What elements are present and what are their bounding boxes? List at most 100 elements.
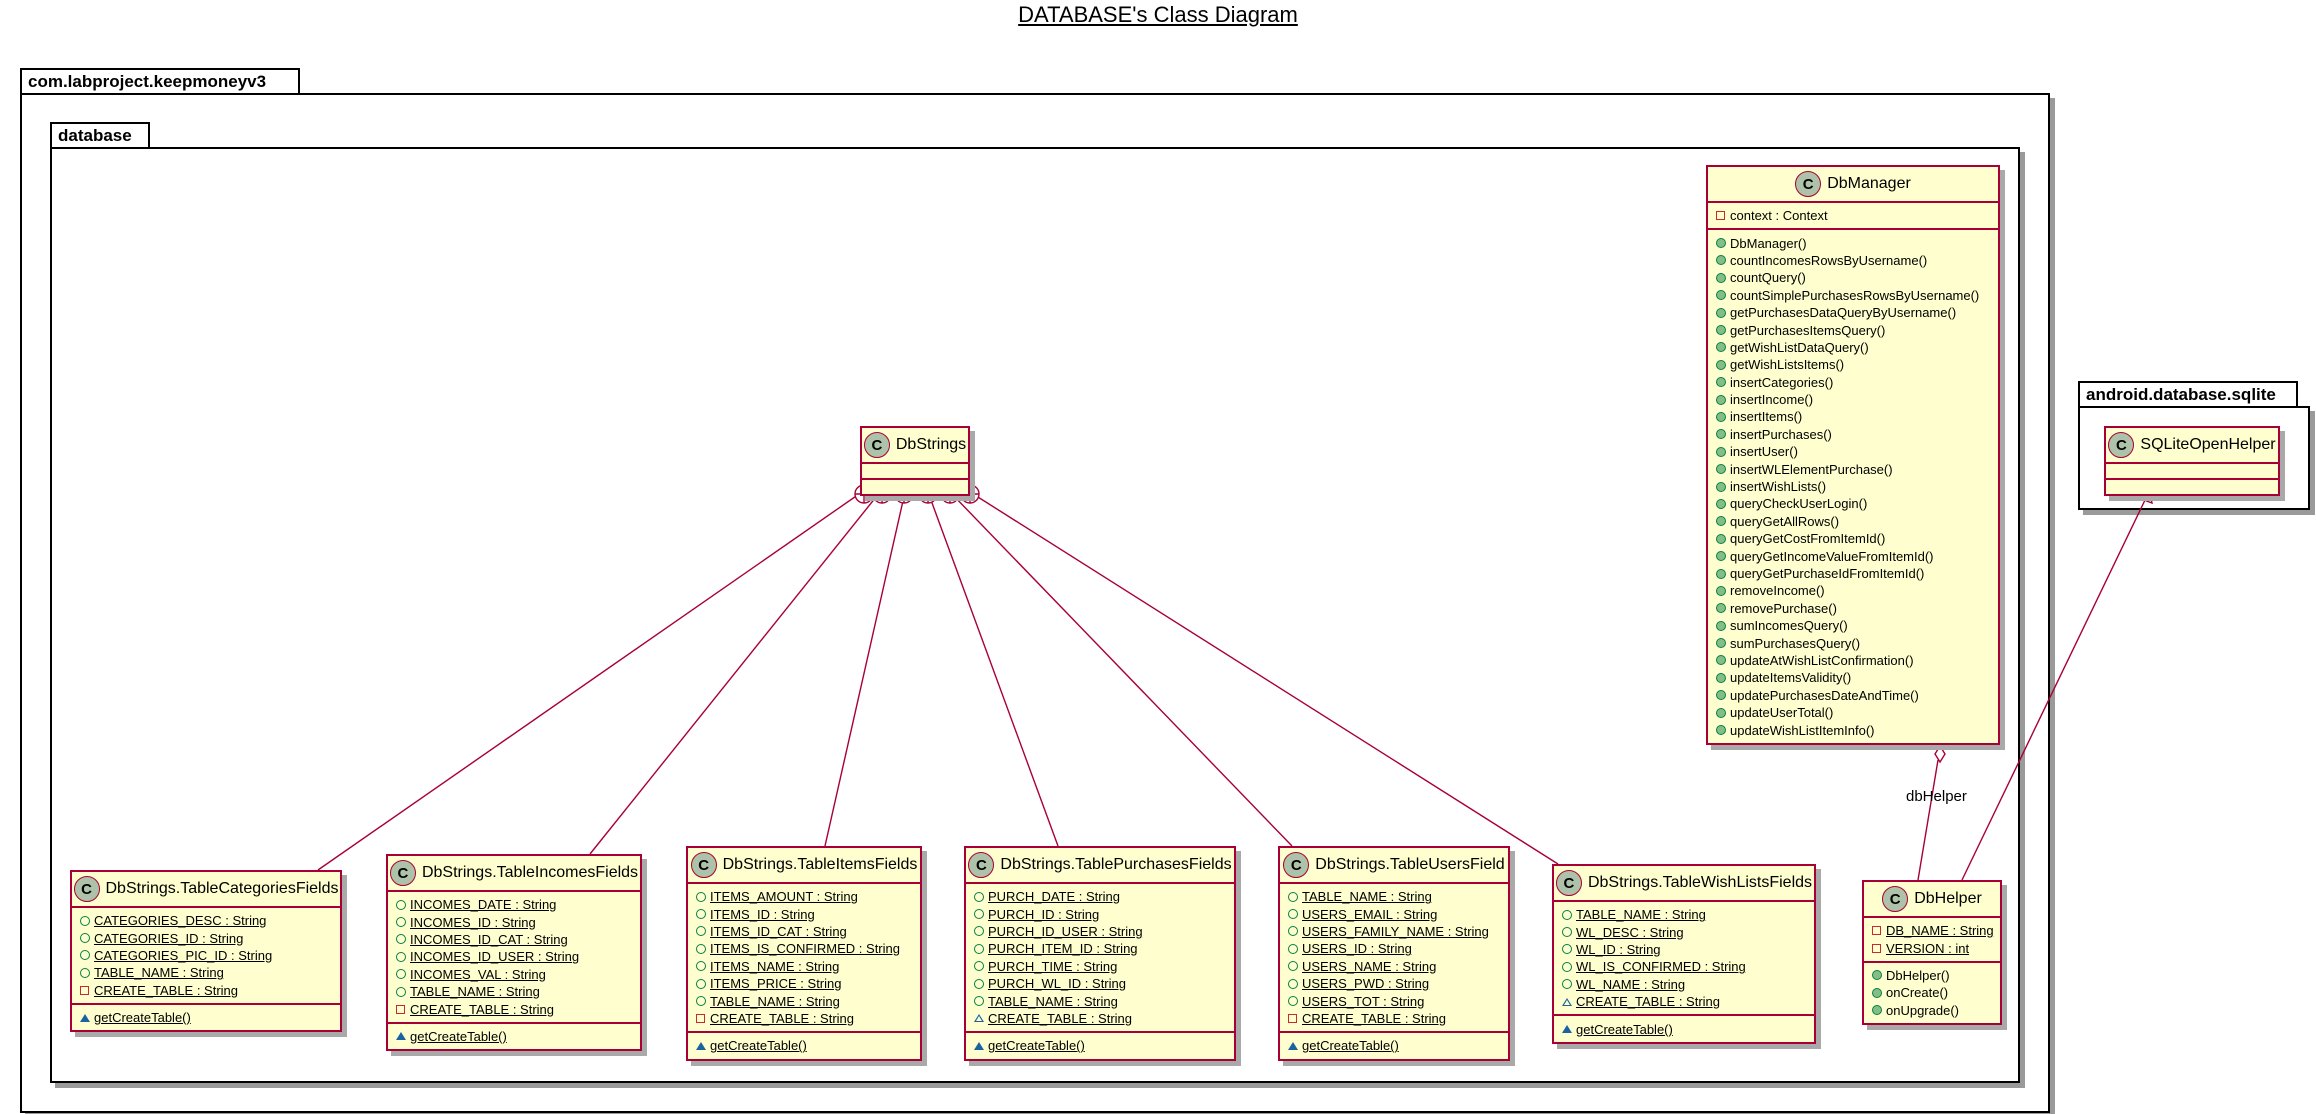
member-text: USERS_ID : String <box>1302 941 1412 957</box>
public-empty-visibility-icon <box>974 891 988 902</box>
member-text: TABLE_NAME : String <box>94 965 224 981</box>
class-methods-section: getCreateTable() <box>966 1033 1234 1058</box>
class-method: updateWishListItemInfo() <box>1716 721 1992 738</box>
public-empty-visibility-icon <box>396 986 410 997</box>
package-empty-visibility-icon <box>1562 997 1576 1006</box>
public-visibility-icon <box>1872 1005 1886 1016</box>
class-method: getCreateTable() <box>80 1009 334 1026</box>
class-method: removeIncome() <box>1716 582 1992 599</box>
class-methods-section <box>862 480 968 494</box>
class-methods-section <box>2106 480 2278 494</box>
public-empty-visibility-icon <box>696 909 710 920</box>
member-text: context : Context <box>1730 208 1828 224</box>
class-method: insertWishLists() <box>1716 478 1992 495</box>
package-tab-outer: com.labproject.keepmoneyv3 <box>20 68 300 94</box>
public-empty-visibility-icon <box>974 996 988 1007</box>
class-method: insertWLElementPurchase() <box>1716 460 1992 477</box>
member-text: TABLE_NAME : String <box>710 993 840 1009</box>
class-field: CREATE_TABLE : String <box>80 982 334 999</box>
class-method: queryGetPurchaseIdFromItemId() <box>1716 565 1992 582</box>
member-text: DbManager() <box>1730 235 1807 251</box>
class-field: ITEMS_NAME : String <box>696 958 914 975</box>
class-field: PURCH_ID_USER : String <box>974 923 1228 940</box>
member-text: getPurchasesDataQueryByUsername() <box>1730 305 1957 321</box>
class-field: USERS_PWD : String <box>1288 975 1502 992</box>
class-field: INCOMES_ID : String <box>396 913 634 930</box>
member-text: PURCH_WL_ID : String <box>988 976 1126 992</box>
public-empty-visibility-icon <box>696 978 710 989</box>
class-method: removePurchase() <box>1716 600 1992 617</box>
public-empty-visibility-icon <box>396 934 410 945</box>
class-methods-section: DbHelper()onCreate()onUpgrade() <box>1864 963 2000 1023</box>
member-text: removeIncome() <box>1730 583 1825 599</box>
class-name: DbStrings.TableUsersField <box>1315 856 1505 873</box>
public-visibility-icon <box>1872 987 1886 998</box>
class-method: updatePurchasesDateAndTime() <box>1716 687 1992 704</box>
class-field: USERS_FAMILY_NAME : String <box>1288 923 1502 940</box>
class-name: SQLiteOpenHelper <box>2140 436 2276 453</box>
class-field: INCOMES_VAL : String <box>396 966 634 983</box>
class-methods-section: getCreateTable() <box>688 1033 920 1058</box>
package-fill-visibility-icon <box>696 1041 710 1050</box>
public-empty-visibility-icon <box>974 978 988 989</box>
class-field: ITEMS_IS_CONFIRMED : String <box>696 940 914 957</box>
class-field: PURCH_TIME : String <box>974 958 1228 975</box>
public-empty-visibility-icon <box>80 915 94 926</box>
class-method: insertIncome() <box>1716 391 1992 408</box>
class-method: DbManager() <box>1716 234 1992 251</box>
class-method: updateAtWishListConfirmation() <box>1716 652 1992 669</box>
public-visibility-icon <box>1716 272 1730 283</box>
public-empty-visibility-icon <box>80 950 94 961</box>
class-method: getCreateTable() <box>974 1037 1228 1054</box>
member-text: INCOMES_ID_USER : String <box>410 949 580 965</box>
private-visibility-icon <box>1872 943 1886 953</box>
member-text: TABLE_NAME : String <box>988 993 1118 1009</box>
class-method: queryGetIncomeValueFromItemId() <box>1716 547 1992 564</box>
public-visibility-icon <box>1716 533 1730 544</box>
class-field: ITEMS_AMOUNT : String <box>696 888 914 905</box>
public-visibility-icon <box>1716 377 1730 388</box>
member-text: INCOMES_ID : String <box>410 914 536 930</box>
class-methods-section: getCreateTable() <box>1280 1033 1508 1058</box>
class-method: insertItems() <box>1716 408 1992 425</box>
class-method: getCreateTable() <box>696 1037 914 1054</box>
member-text: CREATE_TABLE : String <box>410 1001 555 1017</box>
member-text: updateWishListItemInfo() <box>1730 722 1875 738</box>
class-methods-section: DbManager()countIncomesRowsByUsername()c… <box>1708 230 1998 742</box>
class-field: WL_DESC : String <box>1562 923 1808 940</box>
public-empty-visibility-icon <box>396 951 410 962</box>
class-name: DbHelper <box>1914 890 1982 907</box>
member-text: CATEGORIES_ID : String <box>94 930 244 946</box>
edge-label-dbhelper: dbHelper <box>1906 788 1967 805</box>
class-method: getWishListsItems() <box>1716 356 1992 373</box>
class-field: TABLE_NAME : String <box>974 992 1228 1009</box>
member-text: getCreateTable() <box>1576 1021 1673 1037</box>
public-visibility-icon <box>1716 429 1730 440</box>
member-text: sumIncomesQuery() <box>1730 618 1848 634</box>
member-text: TABLE_NAME : String <box>1302 889 1432 905</box>
public-visibility-icon <box>1716 359 1730 370</box>
member-text: insertWishLists() <box>1730 479 1827 495</box>
public-visibility-icon <box>1716 290 1730 301</box>
member-text: PURCH_TIME : String <box>988 958 1118 974</box>
member-text: queryGetAllRows() <box>1730 513 1840 529</box>
class-field: USERS_TOT : String <box>1288 992 1502 1009</box>
public-empty-visibility-icon <box>1562 944 1576 955</box>
class-method: insertCategories() <box>1716 374 1992 391</box>
class-method: getCreateTable() <box>1288 1037 1502 1054</box>
